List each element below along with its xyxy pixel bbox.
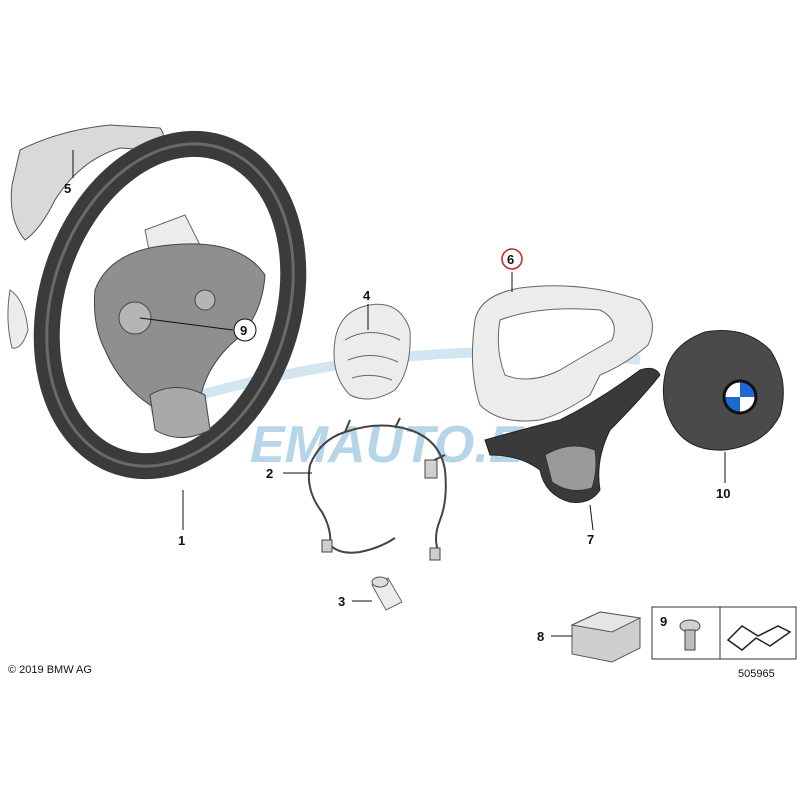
image-number: 505965 [738, 668, 775, 680]
steering-wheel-icon [33, 130, 307, 480]
callout-9: 9 [240, 323, 247, 338]
connector-icon [371, 576, 403, 611]
callout-2: 2 [266, 466, 273, 481]
pad-block-icon [570, 611, 642, 663]
callout-1: 1 [178, 533, 185, 548]
copyright-text: © 2019 BMW AG [8, 664, 92, 676]
shield-bracket-icon [333, 303, 411, 400]
wire-harness-icon [307, 417, 447, 561]
callout-10: 10 [716, 486, 730, 501]
paddle-shifter-icon [7, 124, 164, 349]
callout-5: 5 [64, 181, 71, 196]
callout-7: 7 [587, 532, 594, 547]
callout-6: 6 [507, 252, 514, 267]
callouts: 5 1 2 3 4 6 7 8 9 10 [64, 181, 730, 644]
callout-8: 8 [537, 629, 544, 644]
leader-lines [72, 150, 726, 637]
callout-6-highlight: 6 [501, 248, 523, 270]
legend-box: 9 [651, 606, 797, 660]
bolt-icon [679, 619, 701, 651]
callout-3: 3 [338, 594, 345, 609]
airbag-module-icon [662, 329, 784, 451]
trim-bezel-icon [471, 285, 653, 422]
trim-cover-icon [484, 367, 661, 503]
arrow-symbol-icon [726, 625, 792, 651]
callout-9-highlight: 9 [233, 318, 257, 342]
legend-bolt-label: 9 [660, 614, 667, 629]
callout-4: 4 [363, 288, 371, 303]
